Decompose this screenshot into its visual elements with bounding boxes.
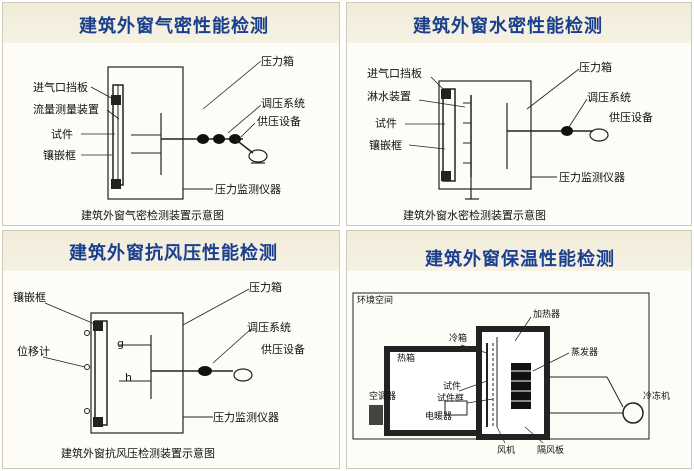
chiller xyxy=(622,402,644,424)
label-monitor: 压力监测仪器 xyxy=(559,171,625,184)
evaporator xyxy=(511,363,531,409)
label-specimen: 试件 xyxy=(51,128,73,141)
water-tightness-panel: 建筑外窗水密性能检测 进气口挡板 淋水装置 试件 镶嵌框 压力箱 调压系统 供压… xyxy=(346,2,692,226)
pressure-box xyxy=(107,66,184,200)
label-pressure-box: 压力箱 xyxy=(579,60,612,74)
panel-title: 建筑外窗水密性能检测 xyxy=(413,16,603,37)
label-chiller: 冷冻机 xyxy=(643,390,670,402)
label-g: g xyxy=(117,337,124,350)
fan-icon xyxy=(248,149,268,163)
label-baffle: 隔风板 xyxy=(537,444,564,456)
label-h: h xyxy=(125,371,132,384)
fan-icon xyxy=(589,128,609,142)
label-cold-box: 冷箱 xyxy=(449,332,467,344)
label-heater: 加热器 xyxy=(533,308,560,320)
pressure-box xyxy=(438,80,532,190)
air-tightness-schematic: 进气口挡板 流量测量装置 试件 镶嵌框 压力箱 调压系统 供压设备 压力监测仪器… xyxy=(33,54,305,222)
fan-icon xyxy=(233,368,253,382)
label-monitor: 压力监测仪器 xyxy=(215,183,281,196)
air-tightness-panel: 建筑外窗气密性能检测 进气口挡板 流量测量装置 试件 镶嵌框 压 xyxy=(2,2,340,226)
label-mounting-frame: 镶嵌框 xyxy=(43,148,76,162)
label-regulator: 调压系统 xyxy=(587,91,631,104)
pressure-box xyxy=(90,312,184,434)
label-supply: 供压设备 xyxy=(261,342,305,356)
water-tightness-schematic: 进气口挡板 淋水装置 试件 镶嵌框 压力箱 调压系统 供压设备 压力监测仪器 建… xyxy=(367,60,653,222)
label-specimen-frame: 试件框 xyxy=(437,392,464,404)
caption: 建筑外窗水密检测装置示意图 xyxy=(403,208,546,222)
panel-title: 建筑外窗保温性能检测 xyxy=(425,249,615,270)
label-pressure-box: 压力箱 xyxy=(249,280,282,294)
panel-title: 建筑外窗抗风压性能检测 xyxy=(69,243,278,264)
label-fan: 风机 xyxy=(497,444,515,456)
label-spray: 淋水装置 xyxy=(367,90,411,103)
label-env-space: 环境空间 xyxy=(357,294,393,306)
label-monitor: 压力监测仪器 xyxy=(213,411,279,424)
label-regulator: 调压系统 xyxy=(261,97,305,110)
label-evaporator: 蒸发器 xyxy=(571,346,598,358)
label-supply: 供压设备 xyxy=(609,110,653,124)
label-regulator: 调压系统 xyxy=(247,321,291,334)
wind-pressure-schematic: 镶嵌框 位移计 g h 压力箱 调压系统 供压设备 压力监测仪器 建筑外窗抗风压… xyxy=(13,280,305,460)
label-specimen: 试件 xyxy=(443,380,461,392)
thermal-insulation-schematic: 环境空间 加热器 冷箱 热箱 蒸发器 试件 试件框 电暖器 空调器 冷冻机 风机… xyxy=(352,292,670,456)
hot-box xyxy=(384,346,490,436)
label-specimen: 试件 xyxy=(375,117,397,130)
label-flow-device: 流量测量装置 xyxy=(33,102,99,116)
label-inlet-baffle: 进气口挡板 xyxy=(33,80,88,94)
frame-block xyxy=(111,179,121,189)
valve xyxy=(213,134,225,144)
title-band xyxy=(3,231,339,271)
wind-pressure-panel: 建筑外窗抗风压性能检测 镶嵌框 位移计 g h 压力箱 调压系统 供压设备 压力… xyxy=(2,230,340,469)
specimen-window xyxy=(442,88,456,182)
panel-title: 建筑外窗气密性能检测 xyxy=(79,16,269,37)
label-mounting-frame: 镶嵌框 xyxy=(369,138,402,152)
air-conditioner xyxy=(369,405,383,425)
frame-block xyxy=(111,95,121,105)
label-electric-heater: 电暖器 xyxy=(425,410,452,422)
label-pressure-box: 压力箱 xyxy=(261,54,294,68)
label-air-conditioner: 空调器 xyxy=(369,390,396,402)
specimen-window xyxy=(94,320,108,426)
caption: 建筑外窗抗风压检测装置示意图 xyxy=(61,446,215,460)
label-inlet-baffle: 进气口挡板 xyxy=(367,66,422,80)
title-band xyxy=(347,231,691,271)
valve xyxy=(197,134,209,144)
caption: 建筑外窗气密检测装置示意图 xyxy=(81,208,224,222)
title-band xyxy=(347,3,691,43)
label-mounting-frame: 镶嵌框 xyxy=(13,290,46,304)
title-band xyxy=(3,3,339,43)
label-supply: 供压设备 xyxy=(257,114,301,128)
thermal-insulation-panel: 建筑外窗保温性能检测 环境空间 加热器 冷箱 热箱 xyxy=(346,230,692,469)
label-displacement: 位移计 xyxy=(17,344,50,358)
label-hot-box: 热箱 xyxy=(397,352,415,364)
